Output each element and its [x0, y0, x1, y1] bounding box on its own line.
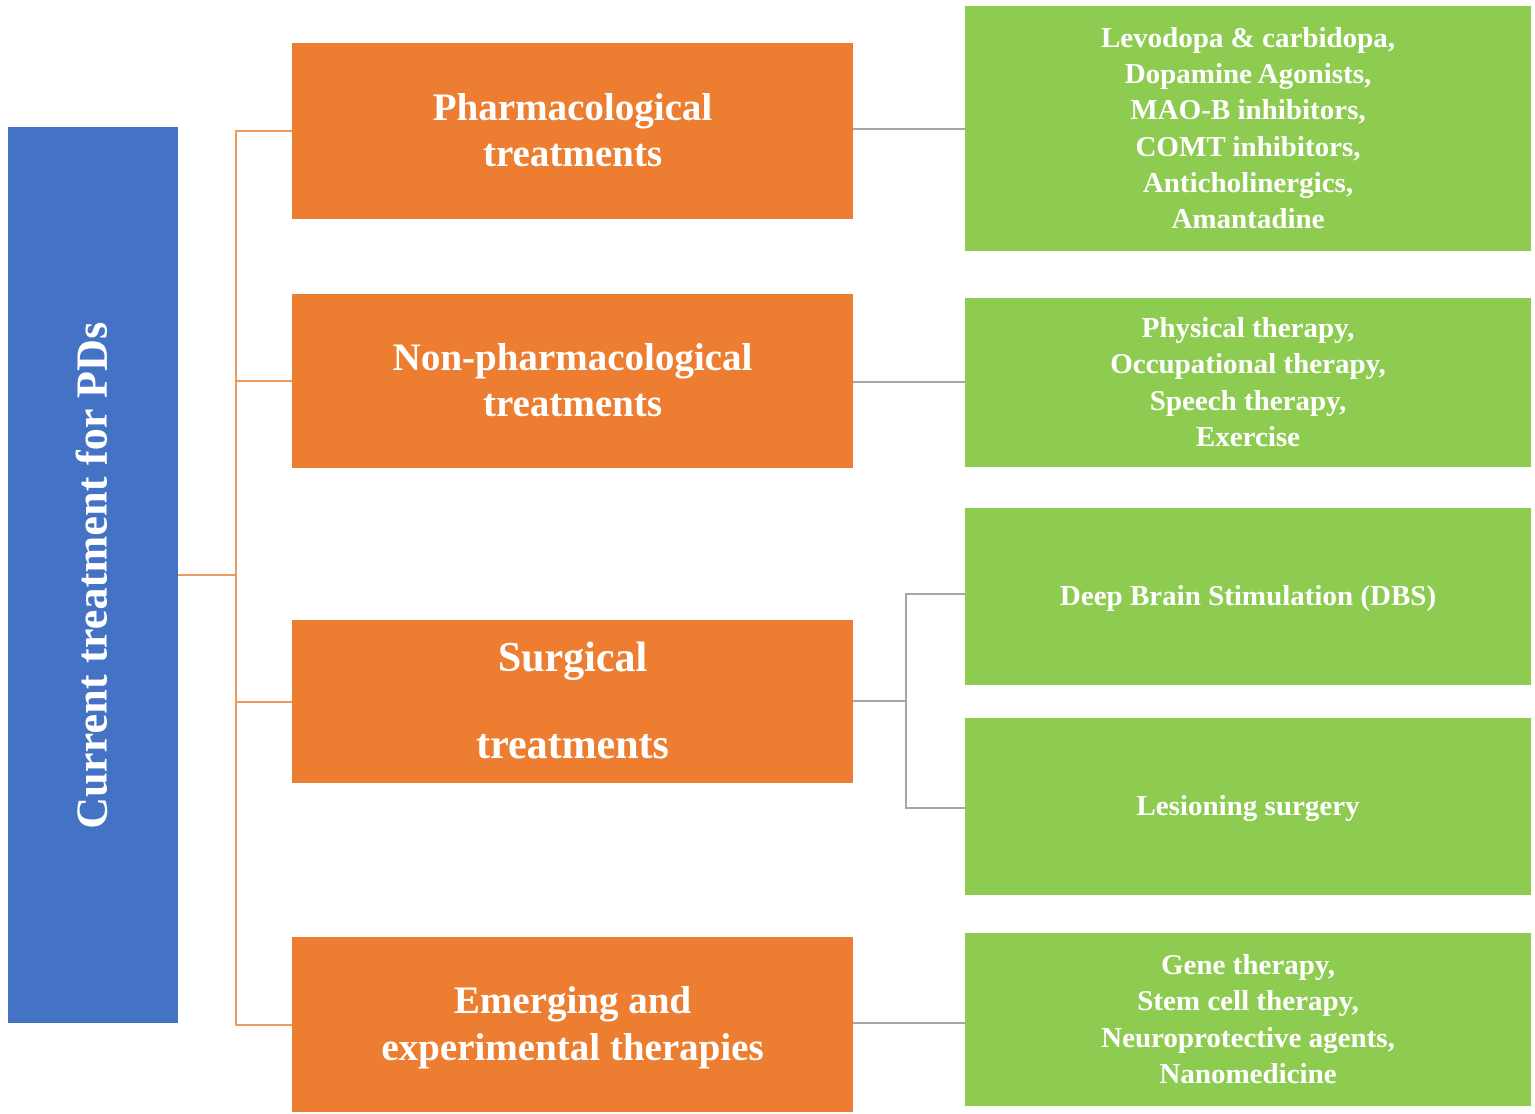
detail-item: Nanomedicine [1159, 1057, 1337, 1090]
connector-pharmacological-to-details [853, 128, 965, 130]
detail-list-deep-brain-stimulation: Deep Brain Stimulation (DBS) [1060, 578, 1436, 614]
category-label-line-2: experimental therapies [381, 1025, 764, 1069]
connector-surgical-split-vertical [905, 593, 907, 808]
connector-surgical-stub [853, 700, 906, 702]
detail-item: Physical therapy, [1141, 312, 1355, 344]
category-label-line-2: treatments [482, 132, 663, 175]
detail-node-emerging-therapies[interactable]: Gene therapy, Stem cell therapy,Neuroprot… [965, 933, 1531, 1106]
category-label-line-1: Emerging and [453, 979, 692, 1023]
detail-item: Anticholinergics, [1142, 166, 1354, 199]
detail-item: Gene therapy, [1160, 949, 1335, 981]
detail-item: COMT inhibitors, [1135, 130, 1361, 163]
detail-item: Deep Brain Stimulation (DBS) [1059, 580, 1437, 613]
detail-item: Amantadine [1171, 203, 1325, 235]
category-label-line-2: treatments [476, 721, 669, 768]
connector-trunk-vertical [235, 130, 237, 1025]
detail-item: Speech therapy, [1149, 384, 1347, 417]
connector-emerging-to-details [853, 1022, 965, 1024]
category-label-line-2: treatments [482, 382, 663, 425]
connector-branch-emerging [235, 1024, 293, 1026]
detail-item: Dopamine Agonists, [1124, 58, 1372, 90]
connector-non-pharmacological-to-details [853, 381, 965, 383]
category-node-emerging[interactable]: Emerging and experimental therapies [292, 937, 853, 1112]
connector-root-stub [178, 574, 236, 576]
detail-list-non-pharmacological: Physical therapy, Occupational therapy,Sp… [1110, 310, 1386, 455]
detail-list-lesioning-surgery: Lesioning surgery [1136, 788, 1359, 824]
detail-list-emerging-therapies: Gene therapy, Stem cell therapy,Neuroprot… [1101, 947, 1395, 1092]
category-label-line-1: Pharmacological [432, 85, 713, 129]
category-label-surgical: Surgical treatments [476, 615, 669, 787]
detail-item: Exercise [1195, 420, 1301, 453]
connector-surgical-to-lesioning [905, 807, 965, 809]
category-label-pharmacological: Pharmacological treatments [433, 85, 712, 177]
connector-branch-surgical [235, 701, 293, 703]
detail-item: Lesioning surgery [1136, 790, 1360, 823]
detail-item: MAO-B inhibitors, [1130, 94, 1366, 127]
connector-branch-pharmacological [235, 130, 293, 132]
category-node-surgical[interactable]: Surgical treatments [292, 620, 853, 783]
detail-node-lesioning-surgery[interactable]: Lesioning surgery [965, 718, 1531, 895]
detail-item: Levodopa & carbidopa, [1100, 21, 1396, 54]
detail-item: Neuroprotective agents, [1101, 1021, 1395, 1054]
detail-node-pharmacological[interactable]: Levodopa & carbidopa, Dopamine Agonists, M… [965, 6, 1531, 251]
root-node-label: Current treatment for PDs [67, 321, 117, 829]
detail-node-deep-brain-stimulation[interactable]: Deep Brain Stimulation (DBS) [965, 508, 1531, 685]
detail-item: Occupational therapy, [1110, 348, 1386, 381]
category-label-non-pharmacological: Non-pharmacological treatments [393, 335, 753, 427]
connector-surgical-to-dbs [905, 593, 965, 595]
category-label-emerging: Emerging and experimental therapies [381, 978, 763, 1070]
detail-item: Stem cell therapy, [1137, 985, 1359, 1018]
detail-node-non-pharmacological[interactable]: Physical therapy, Occupational therapy,Sp… [965, 298, 1531, 467]
category-label-line-1: Surgical [497, 635, 648, 682]
detail-list-pharmacological: Levodopa & carbidopa, Dopamine Agonists, M… [1101, 20, 1395, 238]
connector-branch-non-pharmacological [235, 380, 293, 382]
root-node-current-treatment[interactable]: Current treatment for PDs [8, 127, 178, 1023]
category-node-non-pharmacological[interactable]: Non-pharmacological treatments [292, 294, 853, 468]
category-label-line-1: Non-pharmacological [392, 335, 753, 379]
category-node-pharmacological[interactable]: Pharmacological treatments [292, 43, 853, 219]
